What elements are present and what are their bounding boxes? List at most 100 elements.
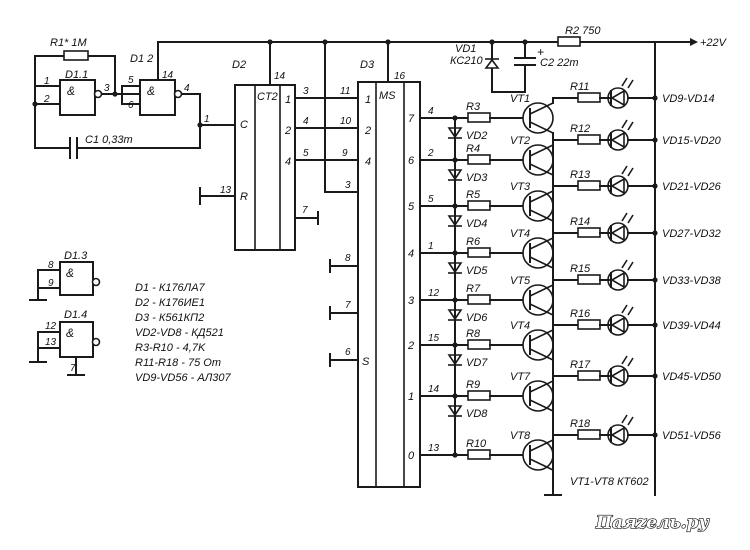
d2-pin13: 13 [220,185,232,196]
diode-label: VD5 [466,265,488,277]
d3-out-pin: 1 [428,241,434,252]
watermark: Паяzель.ру [595,513,710,533]
d3-out-label: 1 [408,391,414,403]
base-resistor-label: R4 [466,143,480,155]
load-resistor-label: R18 [570,418,591,430]
d2-pin4: 4 [303,116,309,127]
d3-out-pin: 2 [427,148,434,159]
transistor-collector [529,144,554,157]
d3-pin3: 3 [345,180,351,191]
d3-out-label: 2 [407,340,414,352]
transistor-label: VT7 [510,371,531,383]
transistor-emitter [529,121,554,134]
base-resistor [467,154,491,165]
transistor-emitter [529,348,554,361]
transistor-emitter [529,303,554,316]
legend-line: R3-R10 - 4,7K [135,342,206,354]
transistor-emitter [529,163,554,176]
gate3-pin9: 9 [48,278,54,289]
base-resistor [467,390,491,401]
transistor-note: VT1-VT8 КТ602 [570,476,649,488]
d2-pin5: 5 [303,148,309,159]
d2-chip [234,84,296,251]
transistor [522,284,554,316]
r1-label: R1* 1M [50,37,88,49]
led-group-label: VD39-VD44 [662,320,721,332]
junction [452,452,458,458]
d3-pin10: 10 [340,116,352,127]
led [610,316,625,334]
transistor [522,439,554,471]
gate1-sym: & [67,84,75,98]
d3-title: MS [379,90,396,102]
gate1-pin3: 3 [104,83,110,94]
d2-pin7: 7 [302,205,308,216]
junction [652,322,658,328]
d3-out-label: 3 [408,295,415,307]
led-ray [627,416,634,426]
d2-pin-c: 1 [204,114,210,125]
junction [652,95,658,101]
led-group-label: VD33-VD38 [662,275,722,287]
load-resistor-label: R17 [570,359,591,371]
led-group-label: VD45-VD50 [662,371,722,383]
d3-pin11: 11 [340,86,350,97]
load-resistor [577,134,601,145]
legend-line: D3 - К561КП2 [135,312,204,324]
d3-pin8: 8 [345,253,351,264]
vd1-zener [484,58,500,69]
legend-line: D1 - К176ЛА7 [135,282,206,294]
load-resistor [577,92,601,103]
load-resistor-label: R15 [570,263,591,275]
load-resistor [577,370,601,381]
d3-s: S [362,356,370,368]
d2-title: CT2 [257,91,278,103]
load-resistor-label: R14 [570,216,590,228]
d3-pin6: 6 [345,347,351,358]
transistor-label: VT8 [510,430,531,442]
load-resistor [577,227,601,238]
junction [652,432,658,438]
d3-out-pin: 15 [428,333,440,344]
vd1-label: VD1 [455,43,476,55]
diode-label: VD6 [466,312,488,324]
led [610,426,625,444]
transistor [522,144,554,176]
gate3-ref: D1.3 [64,250,88,262]
d2-c: C [240,119,248,131]
d3-out-pin: 14 [428,384,440,395]
gate2-pin6: 6 [128,100,134,111]
led-ray [621,212,628,222]
gate-d1-1 [59,79,96,116]
transistor-collector [529,190,554,203]
c2-plus: + [537,45,544,59]
base-resistor [467,200,491,211]
base-resistor-label: R3 [466,101,481,113]
oscillator: R1* 1M & D1.1 1 2 3 & D1 2 5 6 4 14 1 [32,37,236,159]
load-resistor-label: R13 [570,169,591,181]
gate2-pin4: 4 [184,83,190,94]
led-ray [627,167,634,177]
gate4-pin12: 12 [45,321,57,332]
base-resistor [467,449,491,460]
gate4-ref: D1.4 [64,309,87,321]
diode-label: VD3 [466,172,488,184]
d3-in4: 4 [365,156,371,168]
base-resistor-label: R6 [466,236,481,248]
transistor-label: VT4 [510,320,530,332]
transistor-label: VT4 [510,228,530,240]
led-ray [621,259,628,269]
transistor [522,190,554,222]
d2-r: R [240,191,248,203]
c1-label: C1 0,33m [85,134,133,146]
led-group-label: VD51-VD56 [662,430,722,442]
d3-out-pin: 4 [428,106,434,117]
gate4-pin7: 7 [70,363,76,374]
led-ray [621,414,628,424]
transistor [522,329,554,361]
transistor-collector [529,329,554,342]
gate-d1-4 [59,321,94,358]
transistor-label: VT1 [510,93,530,105]
load-resistor [577,180,601,191]
